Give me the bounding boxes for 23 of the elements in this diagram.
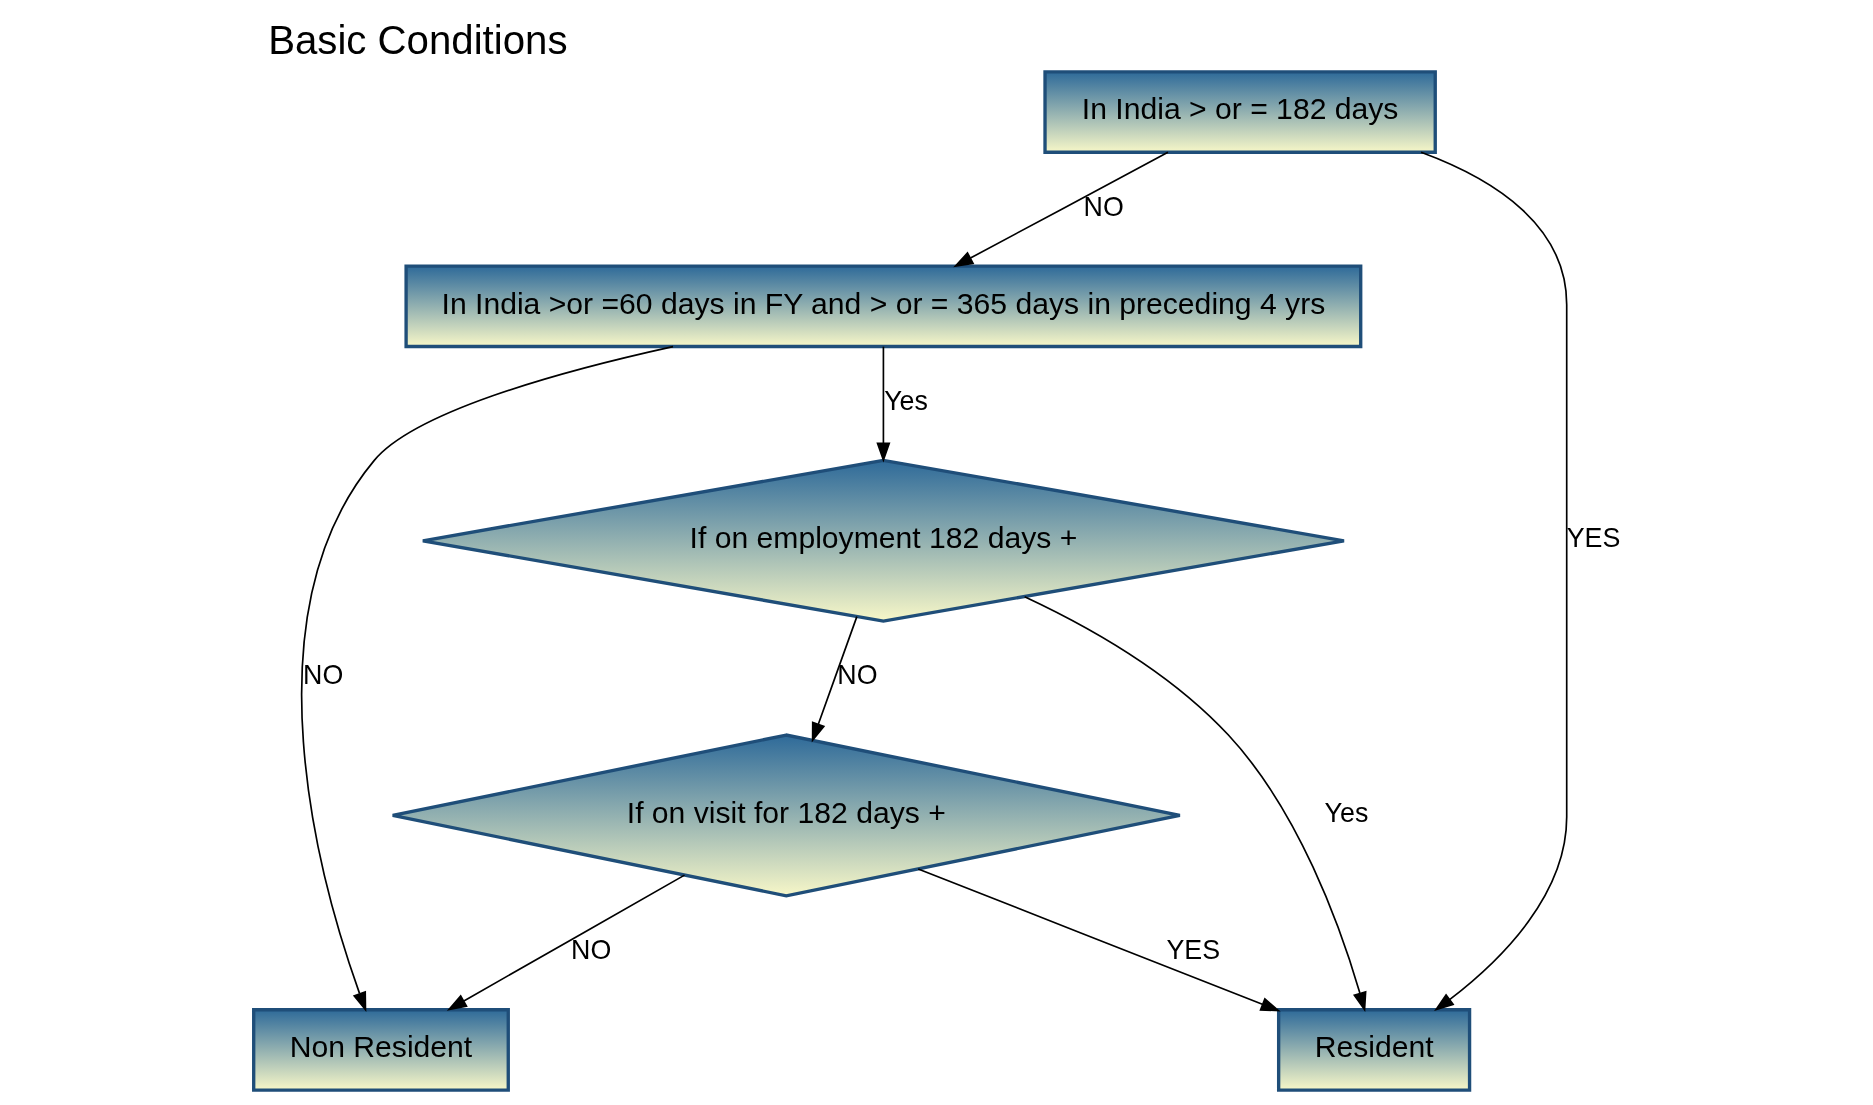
node-diamond: If on employment 182 days + xyxy=(420,458,1346,623)
arrow xyxy=(952,151,1169,268)
arrow xyxy=(300,345,674,1013)
arrow xyxy=(1023,595,1367,1013)
arrow xyxy=(1419,151,1568,1012)
edge-label: Yes xyxy=(883,385,928,416)
arrow xyxy=(446,874,685,1011)
edge-label: Yes xyxy=(1324,797,1368,828)
edge-label: NO xyxy=(570,935,611,966)
edge-label: NO xyxy=(1083,191,1124,222)
node-diamond: If on visit for 182 days + xyxy=(390,733,1181,898)
node-box: In India > or = 182 days xyxy=(1042,70,1437,154)
edge-label: YES xyxy=(1566,523,1620,554)
node-box: Resident xyxy=(1276,1008,1471,1092)
edge-label: NO xyxy=(836,660,878,691)
arrow xyxy=(811,615,858,743)
arrow xyxy=(875,345,890,463)
edge-label: NO xyxy=(302,660,343,691)
node-box: Non Resident xyxy=(251,1008,510,1092)
arrow xyxy=(916,868,1281,1012)
node-box: In India >or =60 days in FY and > or = 365 days in preceding 4 yrs xyxy=(403,264,1362,349)
edge-label: YES xyxy=(1165,935,1220,966)
diagram-title: Basic Conditions xyxy=(267,17,567,63)
